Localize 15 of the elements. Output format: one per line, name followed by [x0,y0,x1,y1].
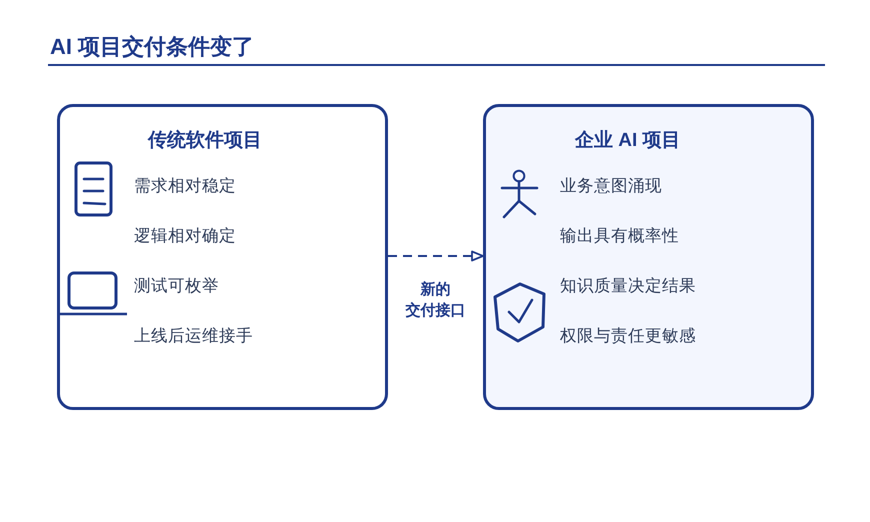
box-heading: 企业 AI 项目 [575,129,681,153]
list-item: 权限与责任更敏感 [560,326,696,347]
rounded-box [57,104,388,410]
title: AI 项目交付条件变了 [50,33,254,61]
box-heading: 传统软件项目 [148,129,262,153]
list-item: 上线后运维接手 [134,326,253,347]
rounded-box [483,104,814,410]
list-item: 知识质量决定结果 [560,276,696,297]
list-item: 业务意图涌现 [560,176,662,197]
dashed-arrow [388,250,484,262]
list-item: 逻辑相对确定 [134,226,236,247]
list-item: 输出具有概率性 [560,226,679,247]
list-item: 测试可枚举 [134,276,219,297]
list-item: 需求相对稳定 [134,176,236,197]
edge-label: 新的交付接口 [406,279,466,321]
